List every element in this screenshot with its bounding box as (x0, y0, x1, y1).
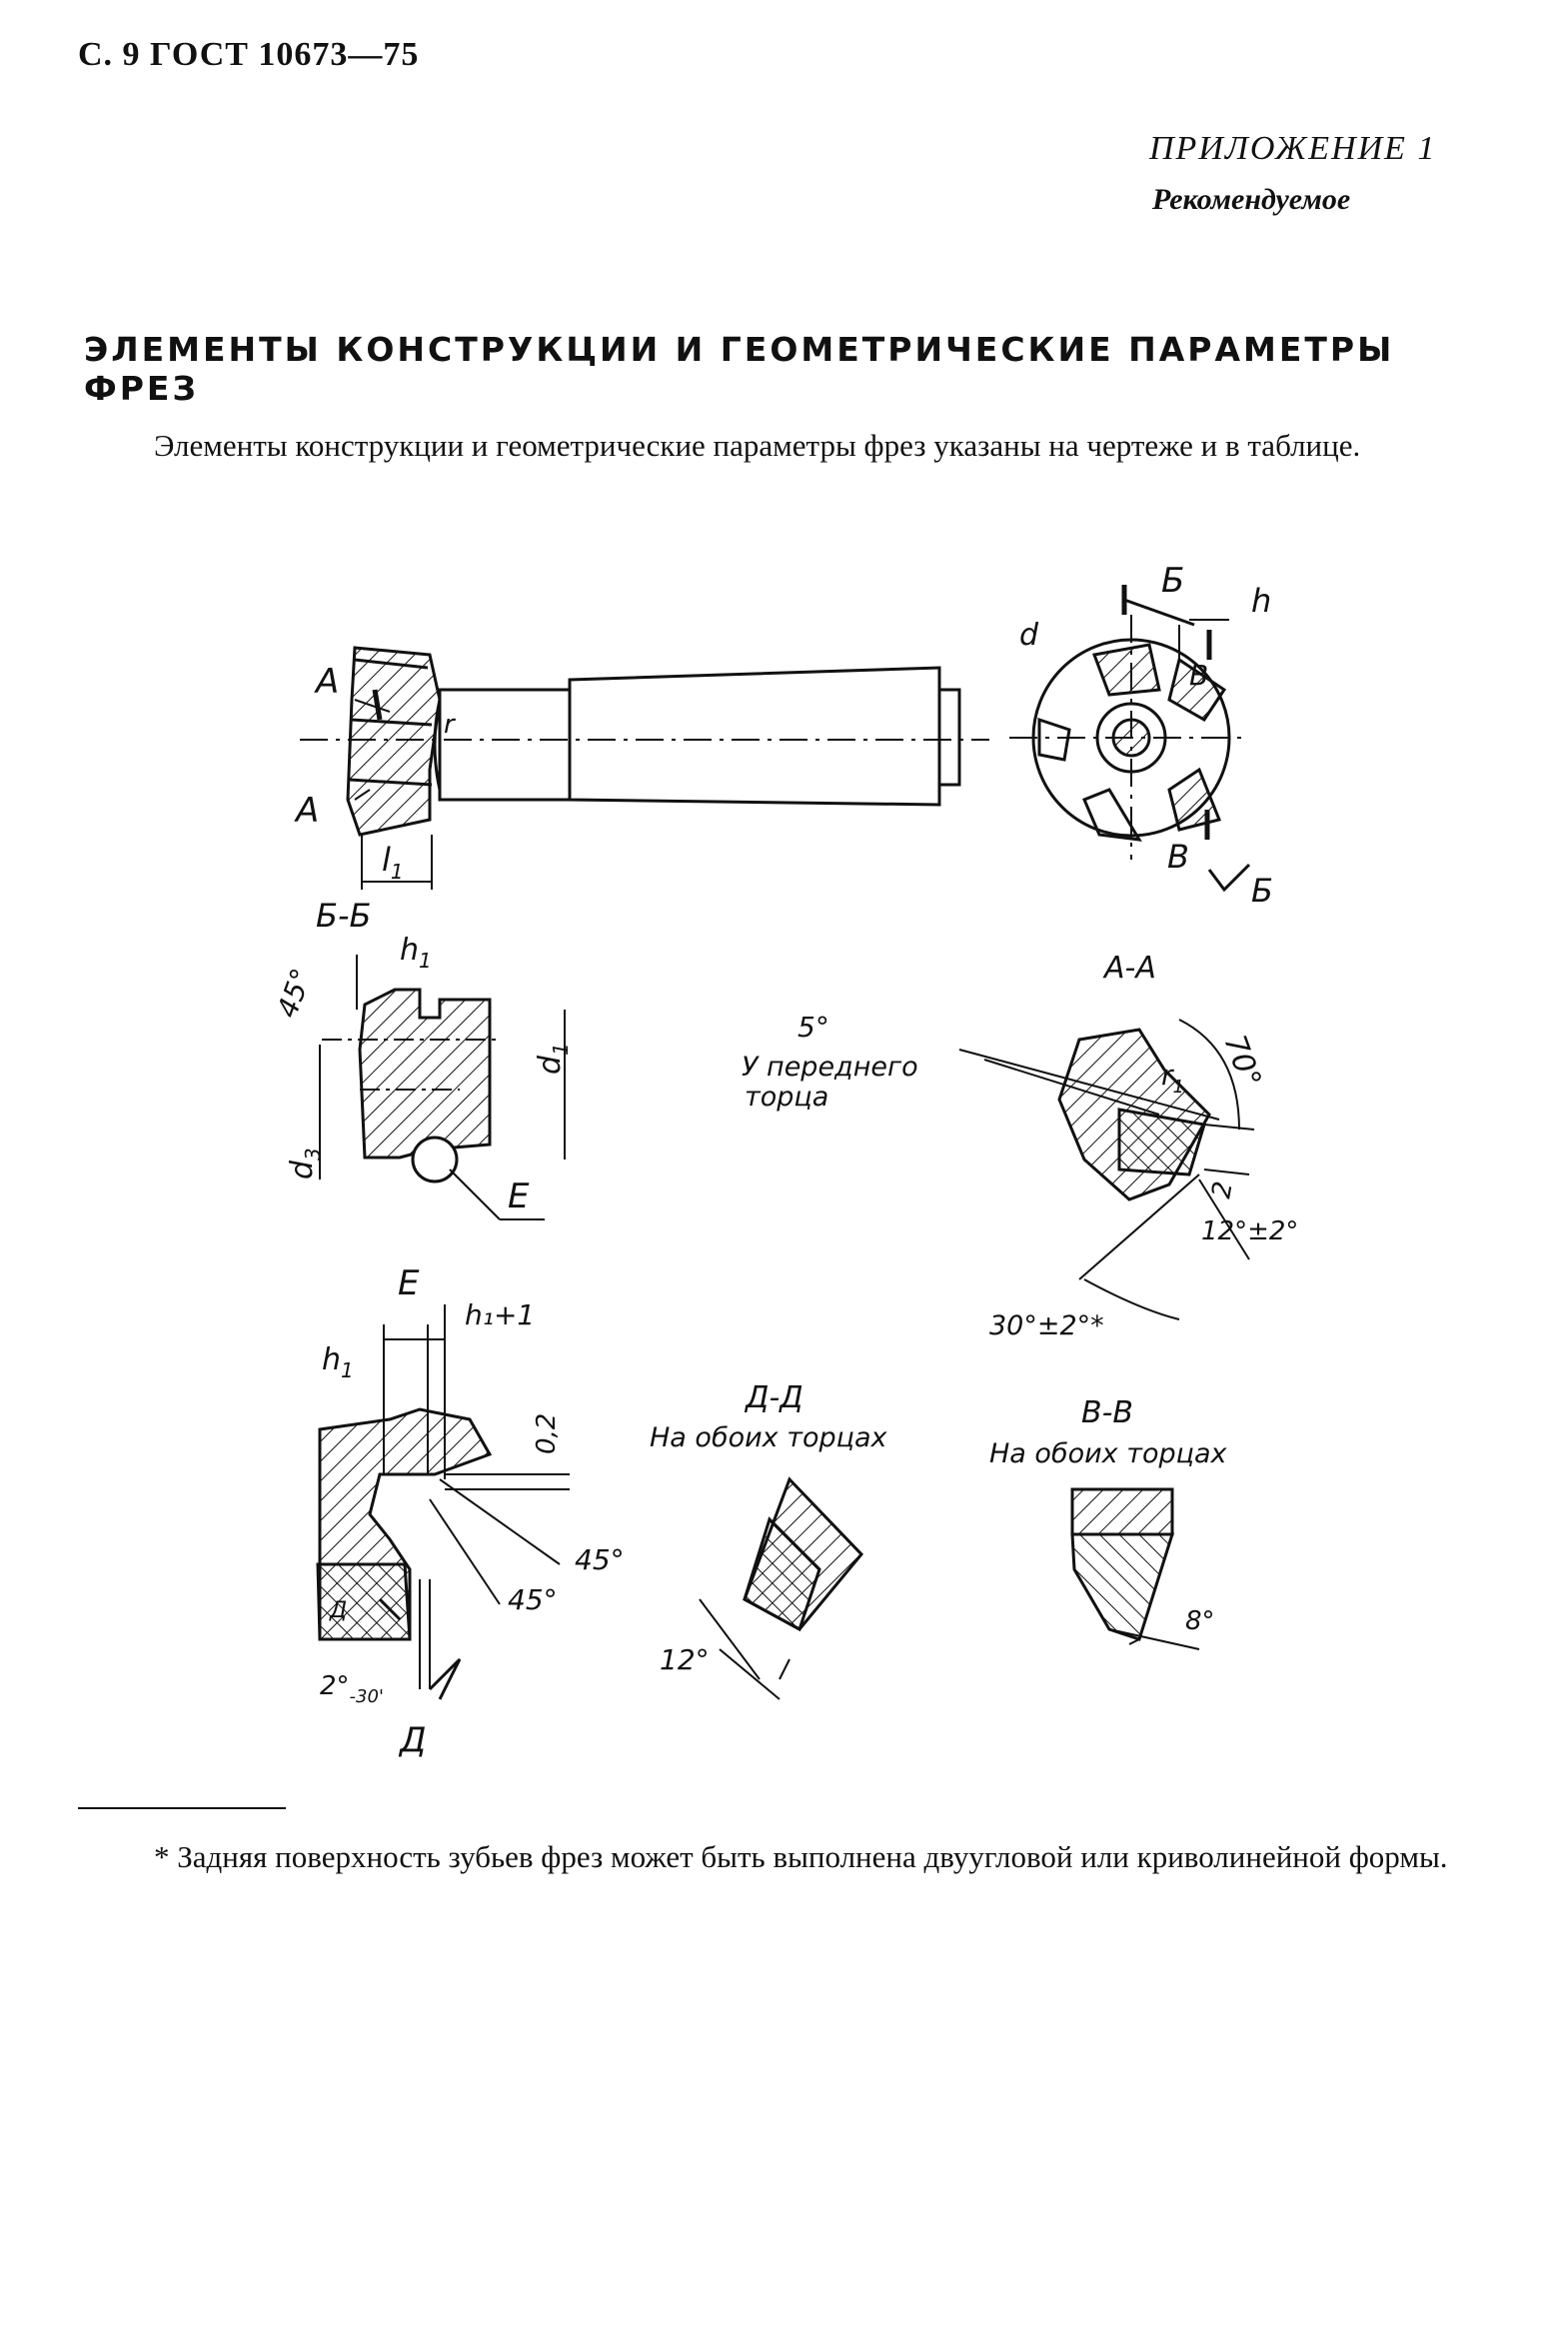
section-dd-note: На обоих торцах (650, 1422, 888, 1453)
side-view (300, 646, 989, 890)
section-dd-title: Д-Д (744, 1380, 803, 1415)
angle-12pm2: 12°±2° (1201, 1216, 1298, 1246)
detail-e (316, 1304, 570, 1700)
label-r1: r1 (1161, 1059, 1184, 1098)
section-bb (319, 955, 566, 1220)
label-e-bb: E (508, 1176, 530, 1216)
section-aa-title: А-А (1102, 951, 1156, 986)
angle-45-e1: 45° (575, 1543, 625, 1576)
label-r: r (444, 710, 457, 740)
label-d-bottom: Д (398, 1720, 427, 1760)
page-header: С. 9 ГОСТ 10673—75 (78, 36, 420, 73)
section-vv (1070, 1487, 1200, 1650)
label-a-bottom: А (294, 791, 319, 831)
section-aa (958, 1019, 1255, 1320)
section-vv-title: В-В (1081, 1395, 1133, 1430)
footnote: * Задняя поверхность зубьев фрез может б… (154, 1839, 1448, 1874)
angle-70: 70° (1216, 1031, 1267, 1093)
label-d1: d1 (533, 1043, 573, 1075)
section-dd (699, 1476, 864, 1700)
angle-2-30: 2°-30' (320, 1671, 384, 1707)
label-h: h (1251, 582, 1271, 620)
angle-8: 8° (1185, 1606, 1215, 1636)
label-v-top: В (1189, 659, 1208, 692)
angle-45-bb: 45° (271, 964, 319, 1022)
angle-5-note-line2: торца (745, 1082, 828, 1113)
label-b-top: Б (1161, 561, 1184, 601)
front-view (1009, 585, 1251, 893)
label-h1-e: h1 (322, 1342, 354, 1382)
appendix-label: ПРИЛОЖЕНИЕ 1 (1149, 130, 1437, 167)
angle-30pm2: 30°±2°* (989, 1310, 1104, 1341)
angle-12: 12° (660, 1643, 710, 1676)
label-d: d (1019, 618, 1039, 653)
dim-02: 0,2 (532, 1413, 562, 1454)
appendix-note: Рекомендуемое (1152, 183, 1351, 216)
label-h1plus1: h₁+1 (465, 1298, 535, 1331)
label-h1-bb: h1 (400, 933, 432, 973)
footnote-divider (78, 1807, 286, 1809)
label-v-bottom: В (1167, 838, 1189, 876)
section-vv-note: На обоих торцах (989, 1438, 1228, 1469)
label-a-top: А (314, 662, 339, 702)
angle-45-e2: 45° (508, 1583, 558, 1616)
angle-5: 5° (797, 1011, 829, 1044)
label-d-e: Д (329, 1598, 347, 1623)
section-bb-title: Б-Б (316, 897, 371, 935)
angle-5-note-line1: У переднего (742, 1052, 918, 1083)
label-l1: l1 (382, 841, 404, 884)
label-b-bottom: Б (1251, 872, 1273, 910)
section-title: ЭЛЕМЕНТЫ КОНСТРУКЦИИ И ГЕОМЕТРИЧЕСКИЕ ПА… (84, 330, 1395, 408)
intro-paragraph: Элементы конструкции и геометрические па… (154, 428, 1361, 463)
label-d3: d3 (285, 1148, 325, 1179)
detail-e-title: E (398, 1263, 420, 1303)
label-2: 2 (1206, 1179, 1238, 1201)
